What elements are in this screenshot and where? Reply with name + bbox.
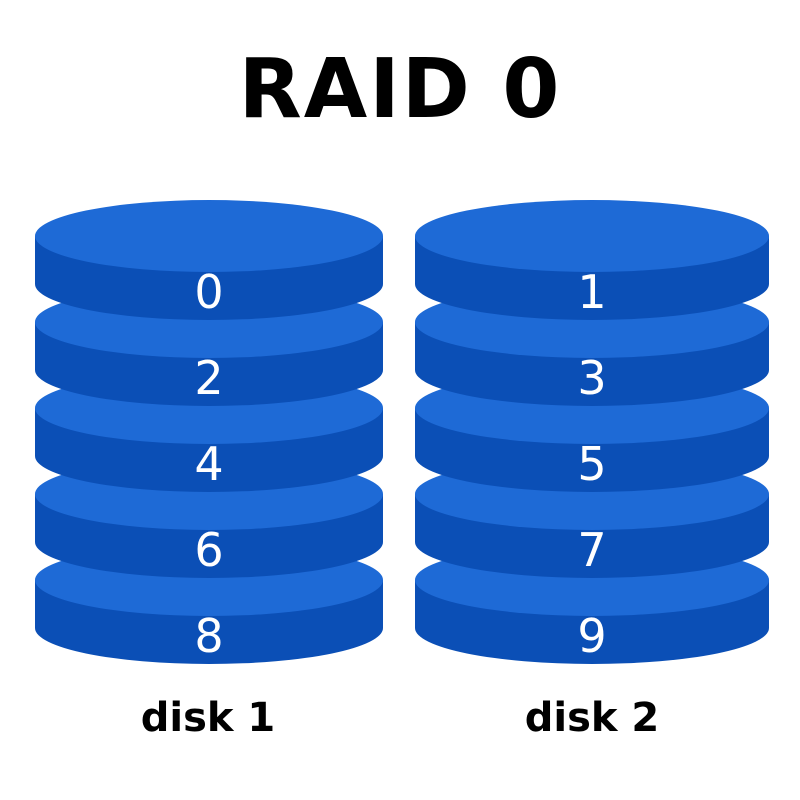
block-number: 9 bbox=[577, 609, 606, 663]
platter-top bbox=[35, 200, 383, 272]
platter-top bbox=[415, 200, 769, 272]
block-number: 4 bbox=[194, 437, 223, 491]
block-number: 2 bbox=[194, 351, 223, 405]
block-number: 8 bbox=[194, 609, 223, 663]
disk-1-label: disk 1 bbox=[140, 695, 276, 741]
disk-2-label: disk 2 bbox=[524, 695, 660, 741]
block-number: 6 bbox=[194, 523, 223, 577]
disk-1-block-0: 0 bbox=[35, 200, 383, 320]
block-number: 3 bbox=[577, 351, 606, 405]
block-number: 0 bbox=[194, 265, 223, 319]
block-number: 1 bbox=[577, 265, 606, 319]
disk-2-block-1: 1 bbox=[415, 200, 769, 320]
diagram-title: RAID 0 bbox=[238, 42, 562, 137]
block-number: 7 bbox=[577, 523, 606, 577]
block-number: 5 bbox=[577, 437, 606, 491]
